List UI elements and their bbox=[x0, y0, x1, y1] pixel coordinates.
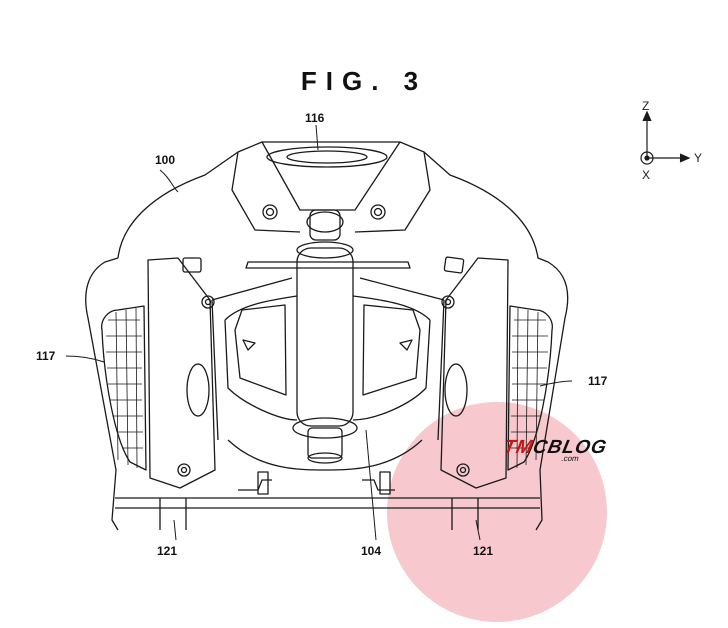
ref-label-100: 100 bbox=[155, 153, 176, 167]
motorcycle-front-drawing bbox=[65, 124, 573, 541]
tmcblog-watermark: TMCBLOG .com bbox=[500, 437, 610, 465]
ref-label-121-right: 121 bbox=[473, 544, 494, 558]
ref-label-116: 116 bbox=[305, 111, 325, 125]
leader-lines bbox=[65, 124, 573, 541]
axis-x-label: X bbox=[642, 168, 651, 182]
ref-label-121-left: 121 bbox=[157, 544, 178, 558]
axis-y-label: Y bbox=[694, 151, 703, 165]
ref-label-117-left: 117 bbox=[36, 349, 56, 363]
body-outline bbox=[85, 141, 569, 531]
watermark-brand: TMCBLOG bbox=[501, 437, 610, 458]
coordinate-axes bbox=[640, 110, 691, 165]
top-cap bbox=[266, 146, 388, 168]
highlight-circle bbox=[387, 402, 607, 622]
shock-absorber bbox=[296, 247, 354, 427]
ref-label-117-right: 117 bbox=[588, 374, 608, 388]
watermark-domain: .com bbox=[560, 454, 580, 463]
figure-title: FIG. 3 bbox=[300, 66, 428, 96]
left-grille bbox=[101, 305, 147, 471]
axis-z-label: Z bbox=[642, 99, 650, 113]
ref-label-104: 104 bbox=[361, 544, 382, 558]
right-grille bbox=[507, 305, 553, 471]
